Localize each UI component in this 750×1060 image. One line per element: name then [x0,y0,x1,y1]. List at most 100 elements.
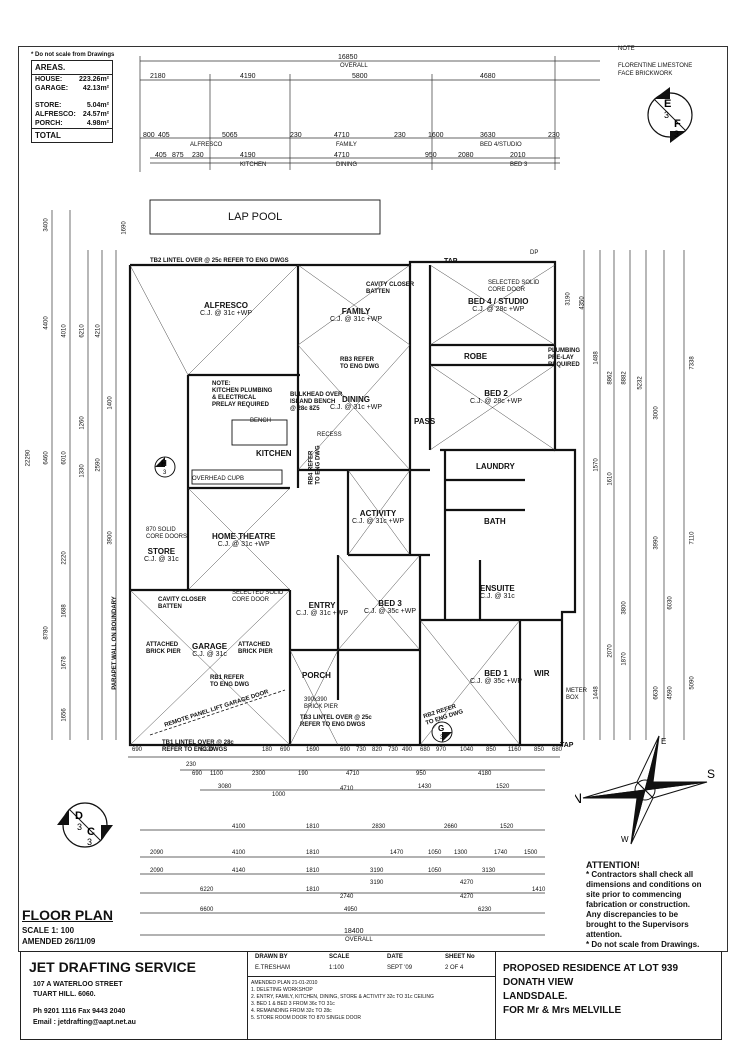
tb1-note: TB1 LINTEL OVER @ 28c REFER TO ENG DWGS [162,740,234,753]
left-dim: 1688 [61,604,68,618]
marker-number: 3 [163,470,167,476]
compass-s: S [707,767,715,781]
amendment-line: 5. STORE ROOM DOOR TO 870 SINGLE DOOR [251,1015,362,1021]
room-wir: WIR [534,669,550,678]
bottom-dim: 2090 [150,868,164,874]
right-dim: 6630 [653,686,660,700]
marker-number: 3 [87,837,92,847]
lap-pool-label: LAP POOL [228,211,283,223]
right-dim: 8882 [621,371,628,385]
bottom-dim: 690 [340,747,351,753]
bottom-dim: 1520 [500,824,514,830]
bottom-dim: 4270 [460,894,474,900]
room-robe: ROBE [464,352,488,361]
kitchen-note: NOTE: KITCHEN PLUMBING & ELECTRICAL PREL… [212,381,273,408]
top-dim: 950 [425,152,437,159]
lap-pool [149,199,381,235]
dim-label: BED 3 [510,162,528,168]
marker-letter: F [674,118,681,130]
left-dim: 2590 [95,458,102,472]
rb4-note: RB4 REFER TO ENG DWG [308,445,322,485]
areas-row: STORE:5.04m² [35,102,109,109]
bottom-dim: 690 [132,747,143,753]
tap-top: TAP [444,258,458,265]
bottom-dim: 1100 [210,771,223,777]
cavity-closer-top: CAVITY CLOSER BATTEN [366,282,415,295]
solid-core-store: 870 SOLID CORE DOORS [146,527,188,540]
overhead-note: OVERHEAD CUPB [192,476,245,482]
left-dim: 6210 [79,324,86,338]
bottom-dim: 850 [534,747,545,753]
top-dim: 405 [158,132,170,139]
areas-row: ALFRESCO:24.57m² [35,111,109,118]
top-dim: 875 [172,152,184,159]
overall-top-dim: 16850 [338,54,358,61]
top-dim: 2010 [510,152,526,159]
bottom-dim: 1040 [460,747,474,753]
overall-bottom-dim: 18400 [344,928,364,935]
cavity-closer-garage: CAVITY CLOSER BATTEN [158,597,207,610]
project-line-1: PROPOSED RESIDENCE AT LOT 939 [503,963,679,974]
left-dim: 4010 [61,324,68,338]
bottom-dim: 6600 [200,907,214,913]
bottom-dim: 4100 [232,850,246,856]
note-label: NOTE [618,46,635,52]
left-dim: 4400 [43,316,50,330]
compass-w: W [621,835,629,844]
floor-plan-scale: SCALE 1: 100 [22,926,75,935]
date-value: SEPT '09 [387,965,413,971]
attached-pier-right: ATTACHED BRICK PIER [238,642,273,655]
bottom-dim: 730 [388,747,399,753]
bottom-dim: 1430 [418,784,432,790]
amendment-line: 2. ENTRY, FAMILY, KITCHEN, DINING, STORE… [251,994,434,1000]
bottom-dim: 1050 [428,850,442,856]
marker-number: 3 [664,110,669,120]
section-marker-g: G 3 [431,721,453,743]
top-dim: 4710 [334,132,350,139]
areas-row: PORCH:4.98m² [35,120,109,127]
marker-letter: H [161,459,167,468]
top-dim: 1600 [428,132,444,139]
marker-letter: G [438,724,444,733]
top-dim: 800 [143,132,155,139]
bottom-dim: 4950 [344,907,358,913]
left-dim: 6010 [61,451,68,465]
top-dim: 4680 [480,73,496,80]
bottom-dim: 230 [186,762,197,768]
areas-row: HOUSE:223.26m² [35,76,109,83]
company-phone: Ph 9201 1116 Fax 9443 2040 [33,1008,126,1015]
bottom-dim: 5220 [200,747,214,753]
amendment-list: AMENDED PLAN 21-01-2010 1. DELETING WORK… [251,980,491,1022]
recess-note: RECESS [317,432,342,438]
bulkhead-note: BULKHEAD OVER ISLAND BENCH @ 28c 8Z5 [290,392,343,412]
dim-label: DINING [336,162,357,168]
right-dim: 4350 [579,296,586,310]
attention-heading: ATTENTION! [586,860,640,870]
compass-n: N [575,790,582,806]
top-dim: 3630 [480,132,496,139]
section-marker-h: H 3 [154,456,176,478]
bottom-dim: 2090 [150,850,164,856]
sheet-label: SHEET No [445,954,475,960]
room-porch: PORCH [302,671,331,680]
meter-box-note: METER BOX [566,688,587,701]
solid-core-top: SELECTED SOLID CORE DOOR [488,280,540,293]
room-kitchen: KITCHEN [256,449,292,458]
overall-top-label: OVERALL [340,63,368,69]
right-dim: 2070 [607,644,614,658]
floor-plan-title: FLOOR PLAN [22,907,113,923]
bottom-dim: 1810 [306,868,320,874]
company-column: JET DRAFTING SERVICE 107 A WATERLOO STRE… [21,952,248,1039]
section-marker-e-f: E 3 F 3 [647,87,693,143]
bottom-dim: 4270 [460,880,474,886]
right-dim: 7110 [689,531,696,545]
bottom-dim: 1300 [454,850,468,856]
right-dim: 6030 [667,596,674,610]
bottom-dim: 1500 [524,850,538,856]
